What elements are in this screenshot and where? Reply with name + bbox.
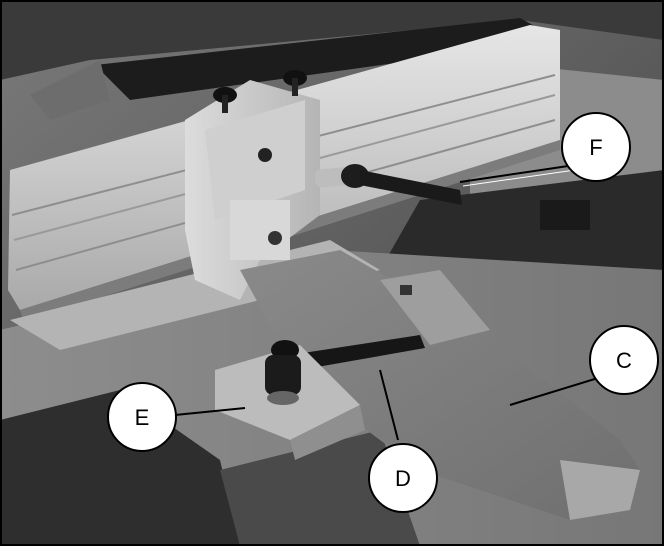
clamp-block-side <box>290 405 365 460</box>
lever-d <box>290 335 425 370</box>
knob-stem-left <box>222 95 228 113</box>
callout-e-label: E <box>135 405 150 430</box>
callout-d: D <box>368 443 438 513</box>
bracket-screw-icon <box>258 148 272 162</box>
back-black-bar <box>95 18 560 100</box>
leader-e <box>174 407 246 416</box>
lower-middle-base <box>220 430 420 546</box>
callout-f: F <box>561 112 631 182</box>
left-lower-base <box>0 390 240 546</box>
clamp-knob-body <box>265 355 301 395</box>
guard-curved-end <box>560 460 640 520</box>
bracket-window <box>205 100 305 220</box>
right-handle-block <box>540 200 590 230</box>
leader-c <box>509 377 599 406</box>
bracket-knob-icon <box>268 231 282 245</box>
leader-f-highlight <box>462 169 576 187</box>
callout-e: E <box>107 382 177 452</box>
leader-f <box>459 164 576 183</box>
back-left-part <box>30 60 110 120</box>
callout-c: C <box>589 325 659 395</box>
guard-plate <box>240 250 640 520</box>
callout-c-label: C <box>616 348 632 373</box>
guard-hole-icon <box>400 285 412 295</box>
handle-f <box>360 170 462 205</box>
clamp-washer <box>267 391 299 405</box>
dark-back-area <box>0 0 664 80</box>
knob-stem-right <box>292 78 298 96</box>
leader-d <box>379 369 399 441</box>
callout-d-label: D <box>395 466 411 491</box>
bracket-block <box>230 200 290 260</box>
callout-f-label: F <box>589 135 602 160</box>
